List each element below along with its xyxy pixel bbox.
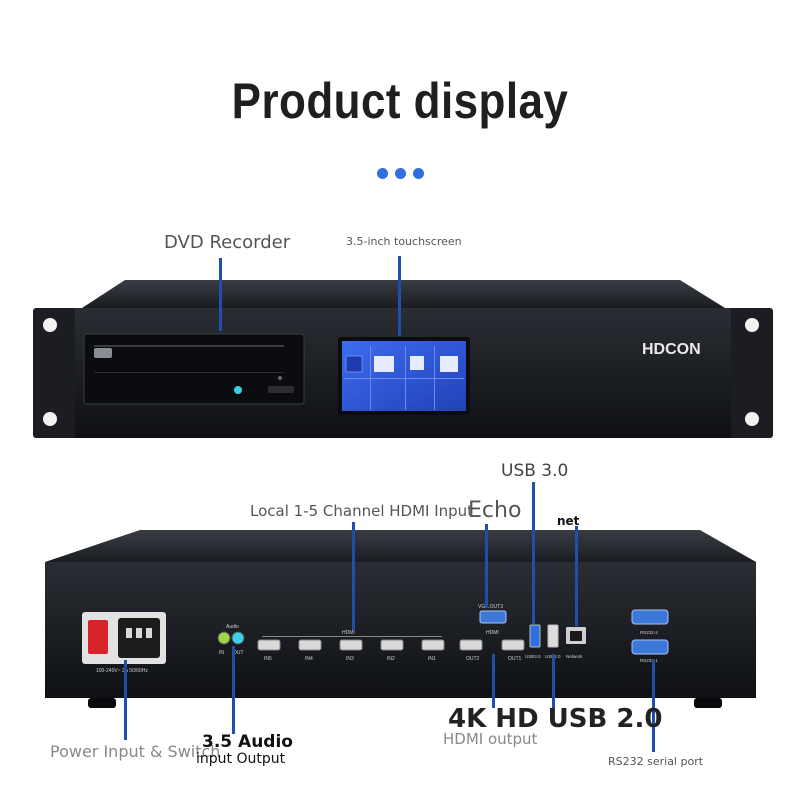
callout-usb30: USB 3.0 [501, 461, 569, 481]
hdmi-in-port-2-label: IN4 [305, 656, 313, 662]
hdmi-out-group-label: HDMI [486, 630, 499, 636]
audio-out-jack [231, 631, 245, 645]
hdmi-in-port-5-label: IN1 [428, 656, 436, 662]
callout-line-usb20 [552, 654, 555, 708]
front-top-panel [82, 280, 725, 308]
hdmi-in-port-2 [298, 639, 322, 651]
rear-top-panel [45, 530, 756, 562]
screen-tile-icon [374, 356, 394, 372]
eject-button [268, 386, 294, 393]
power-spec: 100-240V~ 2A 50/60Hz [96, 668, 148, 674]
callout-hdmi-output: HDMI output [443, 730, 538, 748]
hdmi-out-port-1 [459, 639, 483, 651]
callout-line-hdmi-input [352, 522, 355, 630]
rs232-1-label: RS232-1 [640, 658, 658, 663]
drive-logo-icon [94, 348, 112, 358]
carousel-dots [377, 168, 424, 179]
vga-port [479, 610, 507, 624]
brand-logo: HDCON [642, 341, 701, 358]
hdmi-in-port-4 [380, 639, 404, 651]
hdmi-in-port-1-label: IN5 [264, 656, 272, 662]
dot-1[interactable] [377, 168, 388, 179]
callout-touchscreen: 3.5-inch touchscreen [346, 235, 462, 248]
callout-line-net [575, 526, 578, 626]
callout-line-usb30 [532, 482, 535, 624]
audio-in-jack [217, 631, 231, 645]
hdmi-in-port-5 [421, 639, 445, 651]
power-switch [88, 620, 108, 654]
hdmi-in-port-1 [257, 639, 281, 651]
foot-left [88, 698, 116, 708]
hdmi-in-port-4-label: IN2 [387, 656, 395, 662]
phone-icon [440, 356, 458, 372]
callout-line-rs232 [652, 660, 655, 752]
page-title: Product display [231, 73, 569, 129]
audio-out-label: OUT [233, 650, 244, 656]
callout-power: Power Input & Switch [50, 742, 221, 761]
audio-in-label: IN [219, 650, 224, 656]
hdmi-out-port-2 [501, 639, 525, 651]
callout-line-power [124, 660, 127, 740]
callout-line-touchscreen [398, 256, 401, 336]
ear-hole-icon [745, 318, 759, 332]
front-rack-ear-left [33, 308, 81, 438]
callout-line-audio [232, 646, 235, 734]
hdmi-in-port-3-label: IN3 [346, 656, 354, 662]
hdmi-out-port-1-label: OUT2 [466, 656, 480, 662]
touchscreen [342, 341, 466, 411]
callout-usb20: 4K HD USB 2.0 [448, 704, 663, 734]
front-rack-ear-right [725, 308, 773, 438]
callout-dvd-recorder: DVD Recorder [164, 232, 291, 253]
rs232-2-label: RS232-2 [640, 630, 658, 635]
dvd-drive [83, 333, 305, 405]
callout-line-echo [485, 524, 488, 608]
eject-icon [278, 376, 282, 380]
hdmi-in-group-label: HDMI [342, 630, 355, 636]
callout-net: net [557, 514, 580, 528]
hdmi-out-port-2-label: OUT1 [508, 656, 522, 662]
callout-audio-line1: 3.5 Audio [202, 732, 293, 752]
drive-led-icon [234, 386, 242, 394]
ear-hole-icon [43, 318, 57, 332]
dot-3[interactable] [413, 168, 424, 179]
usb30-port-label: USB3.0 [525, 654, 541, 659]
callout-line-hdmi-output [492, 654, 495, 708]
screen-tile-icon [345, 355, 363, 373]
foot-right [694, 698, 722, 708]
ear-hole-icon [43, 412, 57, 426]
rs232-2-port [631, 609, 669, 625]
rs232-1-port [631, 639, 669, 655]
callout-line-dvd [219, 258, 222, 331]
callout-rs232: RS232 serial port [608, 755, 704, 768]
usb20-port [547, 624, 559, 648]
usb30-port [529, 624, 541, 648]
hdmi-in-port-3 [339, 639, 363, 651]
callout-echo: Echo [468, 498, 522, 523]
callout-hdmi-input: Local 1-5 Channel HDMI Input [250, 502, 474, 520]
dot-2[interactable] [395, 168, 406, 179]
audio-label: Audio [226, 624, 239, 630]
screen-tile-icon [410, 356, 424, 370]
network-port-label: Network [566, 654, 583, 659]
ear-hole-icon [745, 412, 759, 426]
callout-audio-line2: input Output [196, 751, 286, 767]
vga-label: VGA OUT3 [478, 604, 503, 610]
